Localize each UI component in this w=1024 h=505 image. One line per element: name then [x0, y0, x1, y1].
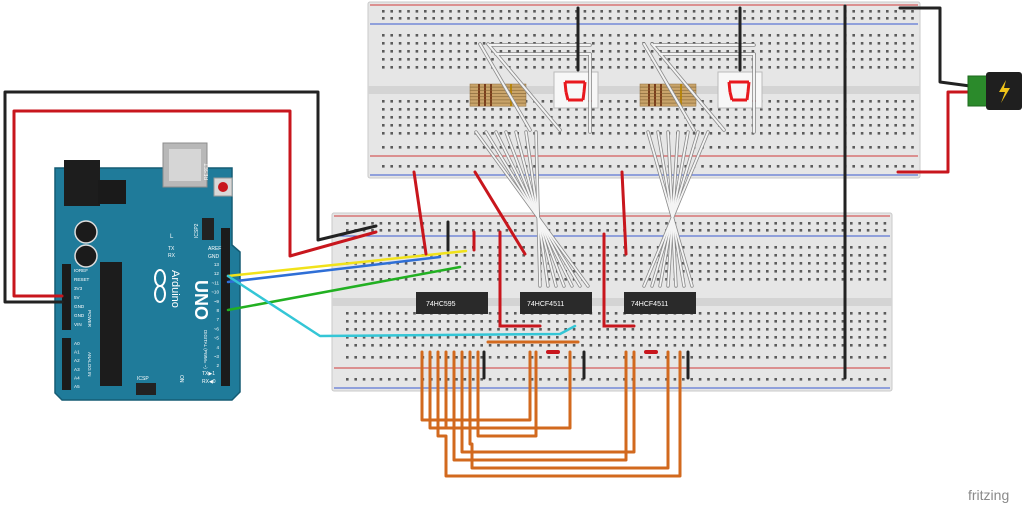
- pin-label: A0: [74, 341, 80, 346]
- capacitor-2: [74, 244, 98, 268]
- chip-74hc595-label: 74HC595: [426, 301, 456, 308]
- white-wire: [651, 131, 699, 287]
- reset-label: RESET: [204, 163, 210, 180]
- white-wire: [495, 131, 573, 287]
- white-wire: [535, 131, 541, 287]
- bottom-breadboard: [331, 212, 893, 392]
- icsp2-label: ICSP2: [194, 223, 200, 238]
- pin-label: GND: [74, 313, 85, 318]
- pin-label: 12: [214, 271, 220, 276]
- on-label: ON: [178, 375, 184, 383]
- pin-label: ~5: [214, 336, 220, 341]
- white-wire: [667, 131, 677, 287]
- top-white-wires: [478, 42, 756, 134]
- resistor: [639, 102, 697, 107]
- white-wire: [643, 131, 709, 287]
- txd-label: TX▶1: [202, 371, 215, 377]
- white-wire: [667, 131, 679, 287]
- analog-header: [62, 338, 71, 390]
- pin-label: RESET: [74, 277, 90, 282]
- pin-label: 2: [216, 363, 219, 368]
- pin-label: ~11: [212, 280, 220, 285]
- power-jack: [64, 160, 100, 206]
- icsp2-header: [202, 218, 214, 240]
- white-wire: [659, 131, 689, 287]
- chip-74hc595[interactable]: 74HC595: [416, 292, 488, 314]
- wire-green: [226, 265, 462, 312]
- white-wire: [525, 131, 549, 287]
- capacitor-1: [74, 220, 98, 244]
- power-wires: [896, 6, 972, 174]
- pin-label: 13: [214, 262, 220, 267]
- orange-wires: [420, 350, 682, 478]
- atmega-chip: [100, 262, 122, 386]
- lightning-icon: [999, 80, 1010, 103]
- arduino-brand: Arduino: [169, 270, 181, 308]
- pin-label: 5V: [74, 295, 81, 300]
- pin-label: GND: [74, 304, 85, 309]
- arduino-wires: [3, 90, 577, 338]
- white-wire: [647, 131, 693, 287]
- digital-label: DIGITAL (PWM= ~): [203, 330, 208, 369]
- led-l-label: L: [170, 234, 174, 240]
- digital-header: [221, 228, 230, 386]
- led-rx-label: RX: [168, 253, 176, 259]
- pin-label: A2: [74, 358, 80, 363]
- pin-label: ~6: [214, 326, 220, 331]
- icsp-label: ICSP: [137, 376, 149, 382]
- led-tx-label: TX: [168, 246, 175, 252]
- cross-white-wires: [474, 130, 710, 288]
- chip-74hcf4511-2-label: 74HCF4511: [631, 301, 668, 308]
- icsp-header: [136, 383, 156, 395]
- pin-label: 3V3: [74, 286, 83, 291]
- arduino-uno-board[interactable]: RESET ICSP2 Arduino UNO L TX RX AREF GND…: [54, 142, 241, 401]
- pin-label: 7: [216, 317, 219, 322]
- pin-label: ~10: [211, 290, 219, 295]
- pin-label: ~9: [214, 299, 220, 304]
- pin-label: A1: [74, 350, 80, 355]
- power-label: POWER: [87, 310, 92, 328]
- analog-label: ANALOG IN: [87, 352, 92, 377]
- white-wire: [657, 131, 685, 287]
- fritzing-watermark: fritzing: [968, 487, 1009, 503]
- wire-red-5v: [12, 109, 378, 298]
- breadboard-holes: [382, 10, 914, 168]
- resistor: [469, 102, 527, 107]
- power-header: [62, 264, 71, 330]
- pin-label: A5: [74, 384, 80, 389]
- pin-label: VIN: [74, 322, 82, 327]
- wire-black-gnd: [3, 90, 378, 304]
- chip-74hcf4511-1-label: 74HCF4511: [527, 301, 564, 308]
- gnd-label: GND: [208, 254, 220, 260]
- arduino-logo: Arduino UNO: [154, 269, 211, 320]
- white-wire: [505, 131, 565, 287]
- board-jumpers: [412, 4, 847, 380]
- chip-74hcf4511-2[interactable]: 74HCF4511: [624, 292, 696, 314]
- pin-label: 4: [216, 345, 219, 350]
- pin-label: A4: [74, 375, 80, 380]
- wire-cyan: [226, 274, 577, 338]
- wire-blue: [226, 255, 442, 284]
- chip-74hcf4511-1[interactable]: 74HCF4511: [520, 292, 592, 314]
- pin-label: ~3: [214, 354, 220, 359]
- dc-power-connector[interactable]: [967, 72, 1022, 110]
- pin-label: A3: [74, 367, 80, 372]
- white-wire: [515, 131, 557, 287]
- aref-label: AREF: [208, 246, 221, 252]
- pin-label: IOREF: [74, 268, 88, 273]
- arduino-model: UNO: [191, 280, 211, 320]
- rxd-label: RX◀0: [202, 379, 216, 385]
- pin-label: 8: [216, 308, 219, 313]
